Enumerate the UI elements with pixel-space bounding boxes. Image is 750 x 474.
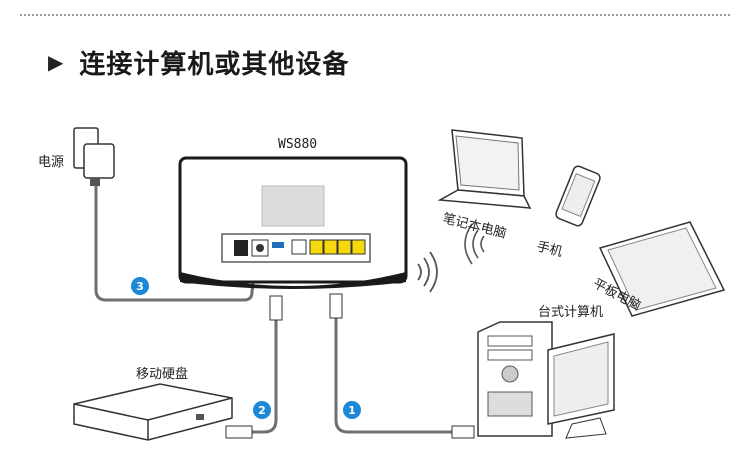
phone: [555, 165, 601, 227]
power-adapter: [73, 127, 115, 186]
badge-2: 2: [253, 401, 271, 419]
ethernet-connector: [329, 293, 475, 439]
label-phone: 手机: [535, 239, 564, 260]
label-power: 电源: [38, 155, 64, 170]
desktop-monitor: [547, 333, 615, 439]
badge-1: 1: [343, 401, 361, 419]
top-dotted-divider: [20, 14, 730, 16]
desktop-tower: [477, 321, 553, 437]
usb-connector: [225, 295, 283, 439]
router-model-label: WS880: [278, 137, 317, 152]
usb-cable: [252, 320, 278, 434]
play-arrow-icon: ▶: [48, 50, 64, 74]
badge-3: 3: [131, 277, 149, 295]
power-cable: [94, 178, 258, 302]
badge-3-text: 3: [136, 280, 144, 293]
router-wifi-icon: [417, 251, 438, 293]
router: [178, 156, 408, 289]
tablet: [598, 221, 726, 317]
laptop-wifi-icon: [464, 223, 485, 265]
label-hdd: 移动硬盘: [136, 366, 188, 382]
section-heading: ▶ 连接计算机或其他设备: [48, 42, 349, 82]
badge-2-text: 2: [258, 404, 266, 417]
laptop: [437, 129, 532, 209]
ethernet-cable: [334, 318, 460, 434]
badge-1-text: 1: [348, 404, 356, 417]
label-desktop: 台式计算机: [538, 305, 603, 320]
section-title: 连接计算机或其他设备: [79, 49, 350, 80]
external-hdd: [73, 383, 233, 441]
